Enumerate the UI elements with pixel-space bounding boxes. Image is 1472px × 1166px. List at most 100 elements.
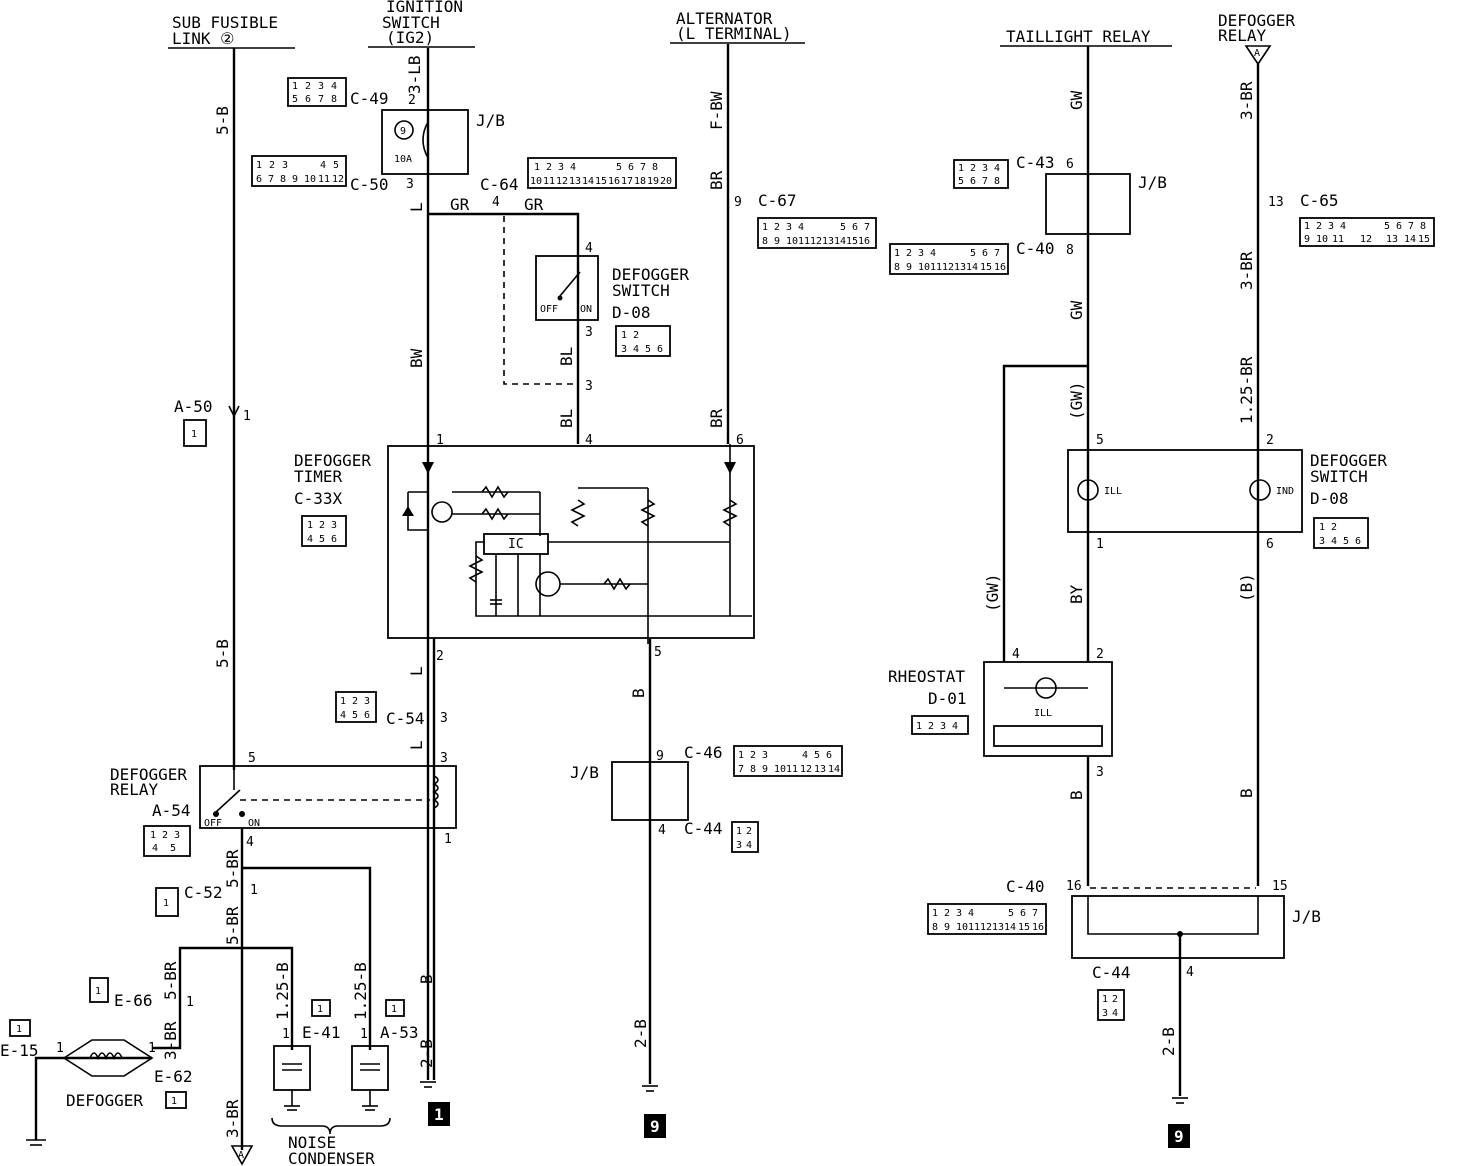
svg-text:(B): (B)	[1237, 573, 1256, 602]
svg-text:5: 5	[352, 710, 358, 721]
svg-text:10: 10	[530, 176, 542, 187]
svg-text:3: 3	[440, 751, 448, 766]
svg-text:3: 3	[440, 711, 448, 726]
svg-text:12: 12	[1360, 234, 1372, 245]
svg-text:J/B: J/B	[1292, 907, 1321, 926]
connector-c65: C-65	[1300, 191, 1339, 210]
svg-text:7: 7	[1408, 221, 1414, 232]
svg-text:10: 10	[774, 764, 786, 775]
svg-text:13: 13	[1386, 234, 1398, 245]
svg-text:GW: GW	[1067, 90, 1086, 110]
connector-d08-left: D-08	[612, 303, 651, 322]
svg-text:11: 11	[543, 176, 555, 187]
svg-text:8: 8	[932, 922, 938, 933]
svg-text:4: 4	[320, 160, 326, 171]
ill-lamp-icon	[1077, 479, 1099, 501]
jb-box-center	[611, 761, 689, 821]
svg-text:7: 7	[1032, 908, 1038, 919]
pin-a50: 1	[243, 409, 251, 424]
svg-text:5: 5	[645, 344, 651, 355]
connector-c43: C-43	[1016, 153, 1055, 172]
rheostat-lamp-icon	[1035, 677, 1057, 699]
svg-text:6: 6	[852, 222, 858, 233]
svg-text:1: 1	[1319, 522, 1325, 533]
svg-text:1: 1	[256, 160, 262, 171]
svg-text:4: 4	[1331, 536, 1337, 547]
defogger-switch-label-1: DEFOGGER	[612, 265, 689, 284]
svg-text:9: 9	[1304, 234, 1310, 245]
c33x-grid: 1 2 3 4 5 6	[307, 520, 337, 545]
svg-text:9: 9	[906, 262, 912, 273]
svg-text:4: 4	[930, 248, 936, 259]
svg-text:4: 4	[331, 81, 337, 92]
defogger-switch-label-2: SWITCH	[612, 281, 670, 300]
svg-text:11: 11	[968, 922, 980, 933]
svg-text:9: 9	[292, 174, 298, 185]
svg-text:15: 15	[595, 176, 607, 187]
svg-text:B: B	[1067, 790, 1086, 800]
defogger-switch-right-label-1: DEFOGGER	[1310, 451, 1387, 470]
svg-text:2: 2	[906, 248, 912, 259]
svg-text:7: 7	[994, 248, 1000, 259]
svg-text:20: 20	[660, 176, 672, 187]
svg-text:2: 2	[774, 222, 780, 233]
connector-c40-bottom: C-40	[1006, 877, 1045, 896]
svg-text:1: 1	[150, 830, 156, 841]
svg-text:2: 2	[1316, 221, 1322, 232]
taillight-relay-label: TAILLIGHT RELAY	[1006, 27, 1151, 46]
svg-text:1.25-BR: 1.25-BR	[1237, 356, 1256, 424]
svg-text:5: 5	[1096, 433, 1104, 448]
svg-text:OFF: OFF	[204, 818, 222, 829]
svg-text:13: 13	[954, 262, 966, 273]
svg-text:1: 1	[916, 721, 922, 732]
c49-grid: 1 2 3 4 5 6 7 8	[292, 81, 337, 105]
c67-grid: 1 2 3 4 5 6 7 8 9 10 11 12 13 14 15 16	[762, 222, 870, 247]
svg-text:4: 4	[1012, 647, 1020, 662]
svg-text:3: 3	[282, 160, 288, 171]
svg-text:4: 4	[570, 162, 576, 173]
c46-grid: 1 2 3 4 5 6 7 8 9 10 11 12 13 14	[738, 750, 840, 775]
defogger-label: DEFOGGER	[66, 1091, 143, 1110]
svg-text:2: 2	[1112, 994, 1118, 1005]
svg-text:1: 1	[317, 1004, 323, 1015]
noise-condenser-2	[351, 1045, 389, 1091]
defogger-switch-box	[535, 255, 599, 321]
svg-text:8: 8	[750, 764, 756, 775]
svg-text:8: 8	[1066, 243, 1074, 258]
svg-text:9: 9	[762, 764, 768, 775]
svg-text:5: 5	[1343, 536, 1349, 547]
svg-text:5: 5	[170, 843, 176, 854]
svg-text:2: 2	[1096, 647, 1104, 662]
svg-text:J/B: J/B	[570, 763, 599, 782]
svg-text:2: 2	[944, 908, 950, 919]
svg-text:6: 6	[1396, 221, 1402, 232]
rheostat-resistor	[993, 725, 1103, 747]
svg-text:5: 5	[654, 645, 662, 660]
svg-text:6: 6	[736, 433, 744, 448]
svg-text:4: 4	[152, 843, 158, 854]
svg-text:13: 13	[814, 764, 826, 775]
svg-text:2: 2	[436, 649, 444, 664]
svg-text:3: 3	[786, 222, 792, 233]
svg-text:3: 3	[174, 830, 180, 841]
alternator-label-1: ALTERNATOR	[676, 9, 773, 28]
ind-lamp-icon	[1249, 479, 1271, 501]
svg-text:3: 3	[318, 81, 324, 92]
svg-text:2: 2	[1266, 433, 1274, 448]
sub-fusible-link-header: SUB FUSIBLE LINK ②	[168, 13, 295, 49]
svg-text:17: 17	[621, 176, 633, 187]
svg-text:11: 11	[798, 236, 810, 247]
ignition-switch-label-3: (IG2)	[386, 28, 434, 47]
svg-text:3: 3	[762, 750, 768, 761]
svg-text:6: 6	[1355, 536, 1361, 547]
ic-chip	[483, 533, 549, 555]
wire-5b-mid: 5-B	[213, 639, 232, 668]
svg-text:1: 1	[95, 986, 101, 997]
svg-text:IC: IC	[508, 537, 524, 552]
svg-text:9: 9	[734, 195, 742, 210]
svg-text:4: 4	[307, 534, 313, 545]
svg-text:2: 2	[352, 696, 358, 707]
c43-grid: 1 2 3 4 5 6 7 8	[958, 163, 1000, 187]
connector-a53: A-53	[380, 1023, 419, 1042]
